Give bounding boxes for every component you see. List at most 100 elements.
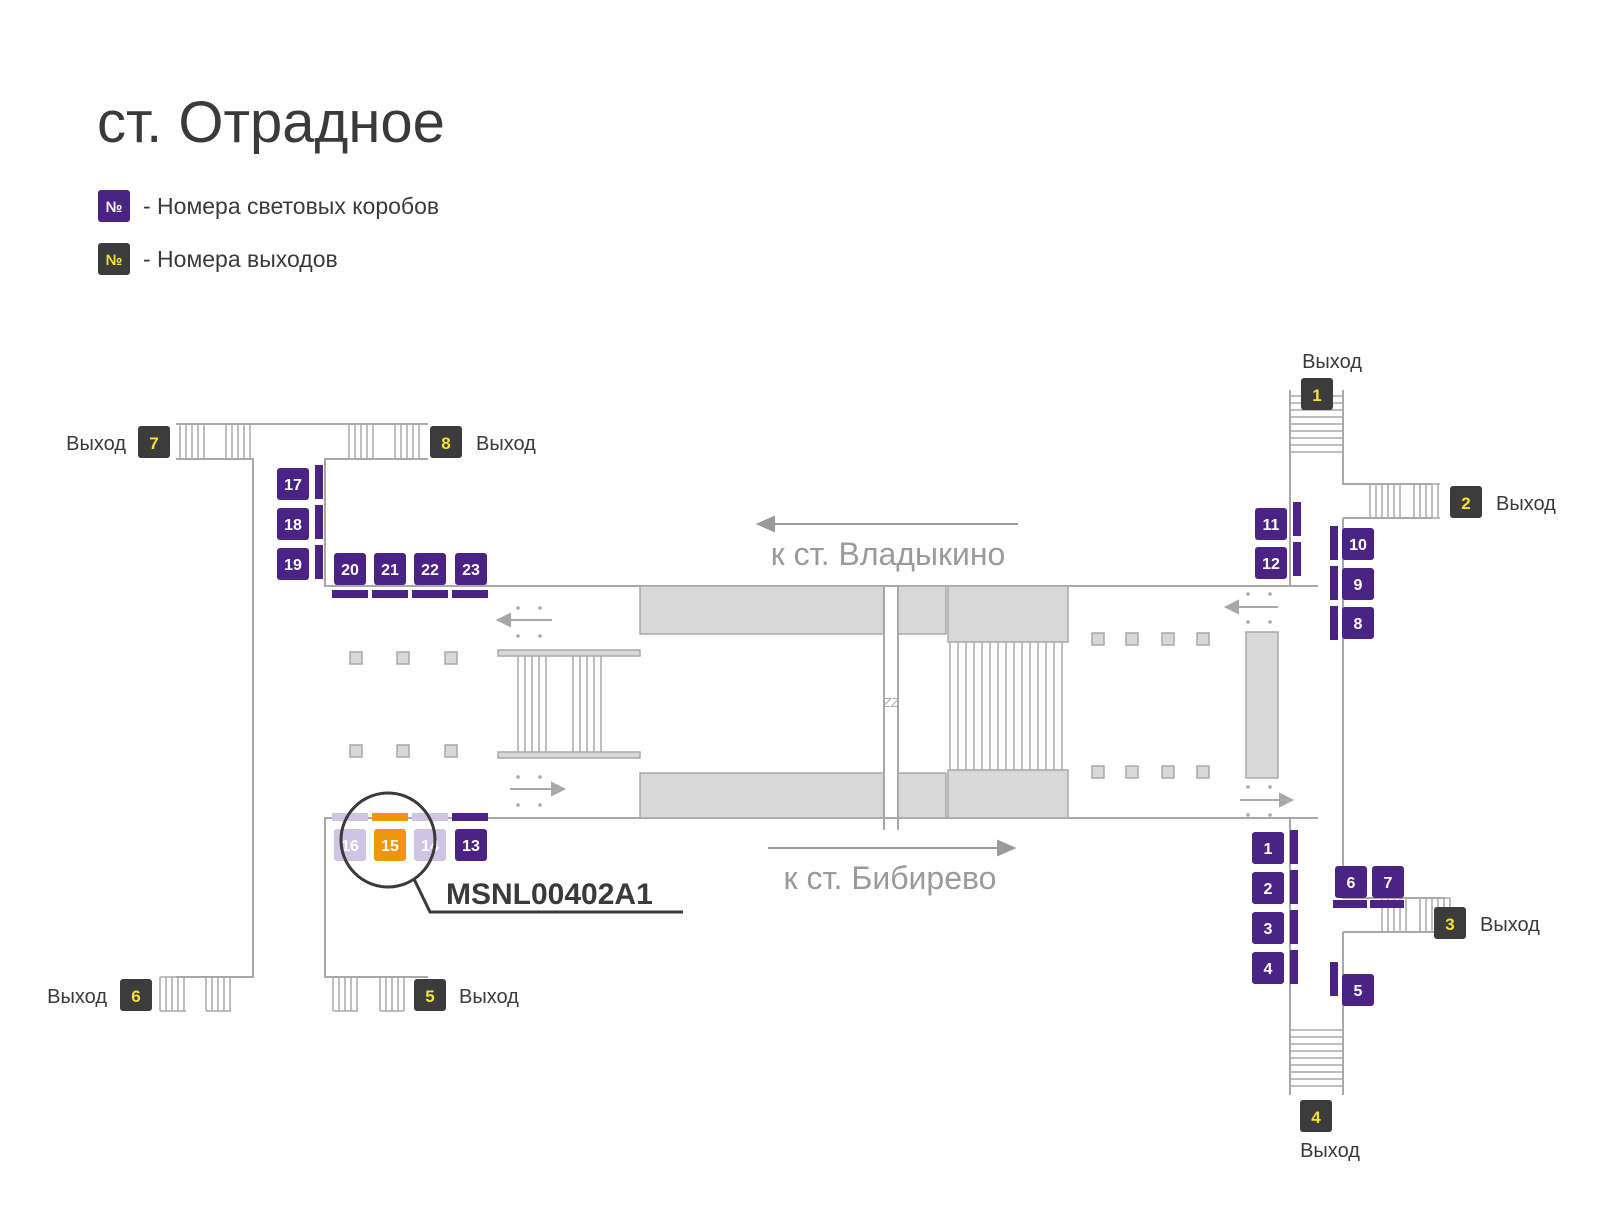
- lightbox-swatch: [1255, 547, 1287, 579]
- lightbox-swatch: [414, 553, 446, 585]
- lightbox-swatch: [277, 508, 309, 540]
- lightbox-swatch: [1252, 952, 1284, 984]
- lightbox-east-8: 8: [1342, 607, 1374, 639]
- lightbox-number: 11: [1263, 517, 1280, 534]
- exit-badge: [1301, 378, 1333, 410]
- lightbox-east-2: 2: [1252, 872, 1284, 904]
- lightbox-swatch: [1342, 568, 1374, 600]
- lightbox-number: 3: [1264, 921, 1273, 938]
- lightbox-number: 8: [1354, 616, 1363, 633]
- lightbox-east-11: 11: [1255, 508, 1287, 540]
- lightbox-number: 2: [1264, 881, 1273, 898]
- lightbox-swatch: [1372, 866, 1404, 898]
- lightbox-number: 7: [1384, 875, 1393, 892]
- lightbox-east-5: 5: [1342, 974, 1374, 1006]
- exit-badge: [414, 979, 446, 1011]
- zz-mark: ZZ: [882, 695, 900, 710]
- exit-7: 7 Выход: [66, 426, 170, 458]
- exit-number: 8: [441, 434, 450, 453]
- lightbox-east-4: 4: [1252, 952, 1284, 984]
- lightbox-west-18: 18: [277, 508, 309, 540]
- lightbox-number: 19: [284, 557, 302, 574]
- lightbox-number: 9: [1354, 577, 1363, 594]
- stairs: [159, 395, 1451, 1092]
- direction-south: к ст. Бибирево: [784, 860, 997, 896]
- legend-lightbox-text: - Номера световых коробов: [143, 193, 439, 219]
- callout-circle: [339, 791, 437, 889]
- exit-label: Выход: [47, 986, 107, 1008]
- columns: [349, 632, 1210, 779]
- lightbox-west-13: 13: [455, 829, 487, 861]
- legend-lightbox-swatch: [98, 190, 130, 222]
- callout-leader: [412, 878, 683, 914]
- flow-arrows: [495, 599, 1295, 808]
- lightbox-number: 4: [1264, 961, 1273, 978]
- exit-badge: [1434, 907, 1466, 939]
- legend-exit-symbol: №: [106, 252, 123, 269]
- lightbox-number: 12: [1262, 556, 1280, 573]
- lightbox-number: 1: [1264, 841, 1273, 858]
- exit-number: 7: [149, 434, 158, 453]
- lightbox-swatch: [455, 829, 487, 861]
- lightbox-number: 10: [1349, 537, 1367, 554]
- exit-label: Выход: [1300, 1140, 1360, 1162]
- exit-badge: [120, 979, 152, 1011]
- lightbox-east-1: 1: [1252, 832, 1284, 864]
- lightbox-swatch: [1335, 866, 1367, 898]
- break-line: [883, 586, 899, 830]
- legend-exit-text: - Номера выходов: [143, 246, 338, 272]
- lightbox-swatch: [414, 829, 446, 861]
- lightbox-east-7: 7: [1372, 866, 1404, 898]
- exit-badge: [1300, 1100, 1332, 1132]
- lightbox-number: 6: [1347, 875, 1356, 892]
- lightbox-number: 16: [341, 838, 359, 855]
- lightbox-number: 21: [381, 562, 399, 579]
- lightbox-swatch: [1252, 912, 1284, 944]
- exit-badge: [1450, 486, 1482, 518]
- exit-8: 8 Выход: [430, 426, 536, 458]
- lightbox-swatch: [277, 468, 309, 500]
- lightbox-west-16: 16: [334, 829, 366, 861]
- lightbox-west-22: 22: [414, 553, 446, 585]
- callout: MSNL00402A1: [339, 791, 683, 914]
- exit-number: 1: [1312, 386, 1321, 405]
- lightbox-swatch: [1252, 832, 1284, 864]
- exit-badge: [430, 426, 462, 458]
- legend-lightbox-symbol: №: [106, 199, 123, 216]
- lightbox-west-17: 17: [277, 468, 309, 500]
- lightbox-west-14: 14: [414, 829, 446, 861]
- lightbox-west-23: 23: [455, 553, 487, 585]
- exit-label: Выход: [476, 433, 536, 455]
- exit-label: Выход: [1302, 351, 1362, 373]
- legend-exit-swatch: [98, 243, 130, 275]
- exit-number: 5: [425, 987, 434, 1006]
- lightbox-swatch: [1342, 528, 1374, 560]
- lightbox-east-6: 6: [1335, 866, 1367, 898]
- exit-label: Выход: [66, 433, 126, 455]
- lightbox-east-3: 3: [1252, 912, 1284, 944]
- lightbox-number: 20: [341, 562, 359, 579]
- lightbox-swatch: [1252, 872, 1284, 904]
- exit-number: 3: [1445, 915, 1454, 934]
- lightbox-swatch: [374, 829, 406, 861]
- lightbox-east-9: 9: [1342, 568, 1374, 600]
- lightbox-east-10: 10: [1342, 528, 1374, 560]
- lightbox-west-15: 15: [374, 829, 406, 861]
- lightbox-west-21: 21: [374, 553, 406, 585]
- exit-number: 2: [1461, 494, 1470, 513]
- lightbox-swatch: [1255, 508, 1287, 540]
- exit-2: 2 Выход: [1450, 486, 1556, 518]
- lightbox-number: 17: [284, 477, 302, 494]
- station-title: ст. Отрадное: [97, 90, 445, 155]
- lightbox-number: 23: [462, 562, 480, 579]
- exit-badge: [138, 426, 170, 458]
- exit-label: Выход: [1496, 493, 1556, 515]
- lightbox-swatch: [374, 553, 406, 585]
- lightbox-number: 18: [284, 517, 302, 534]
